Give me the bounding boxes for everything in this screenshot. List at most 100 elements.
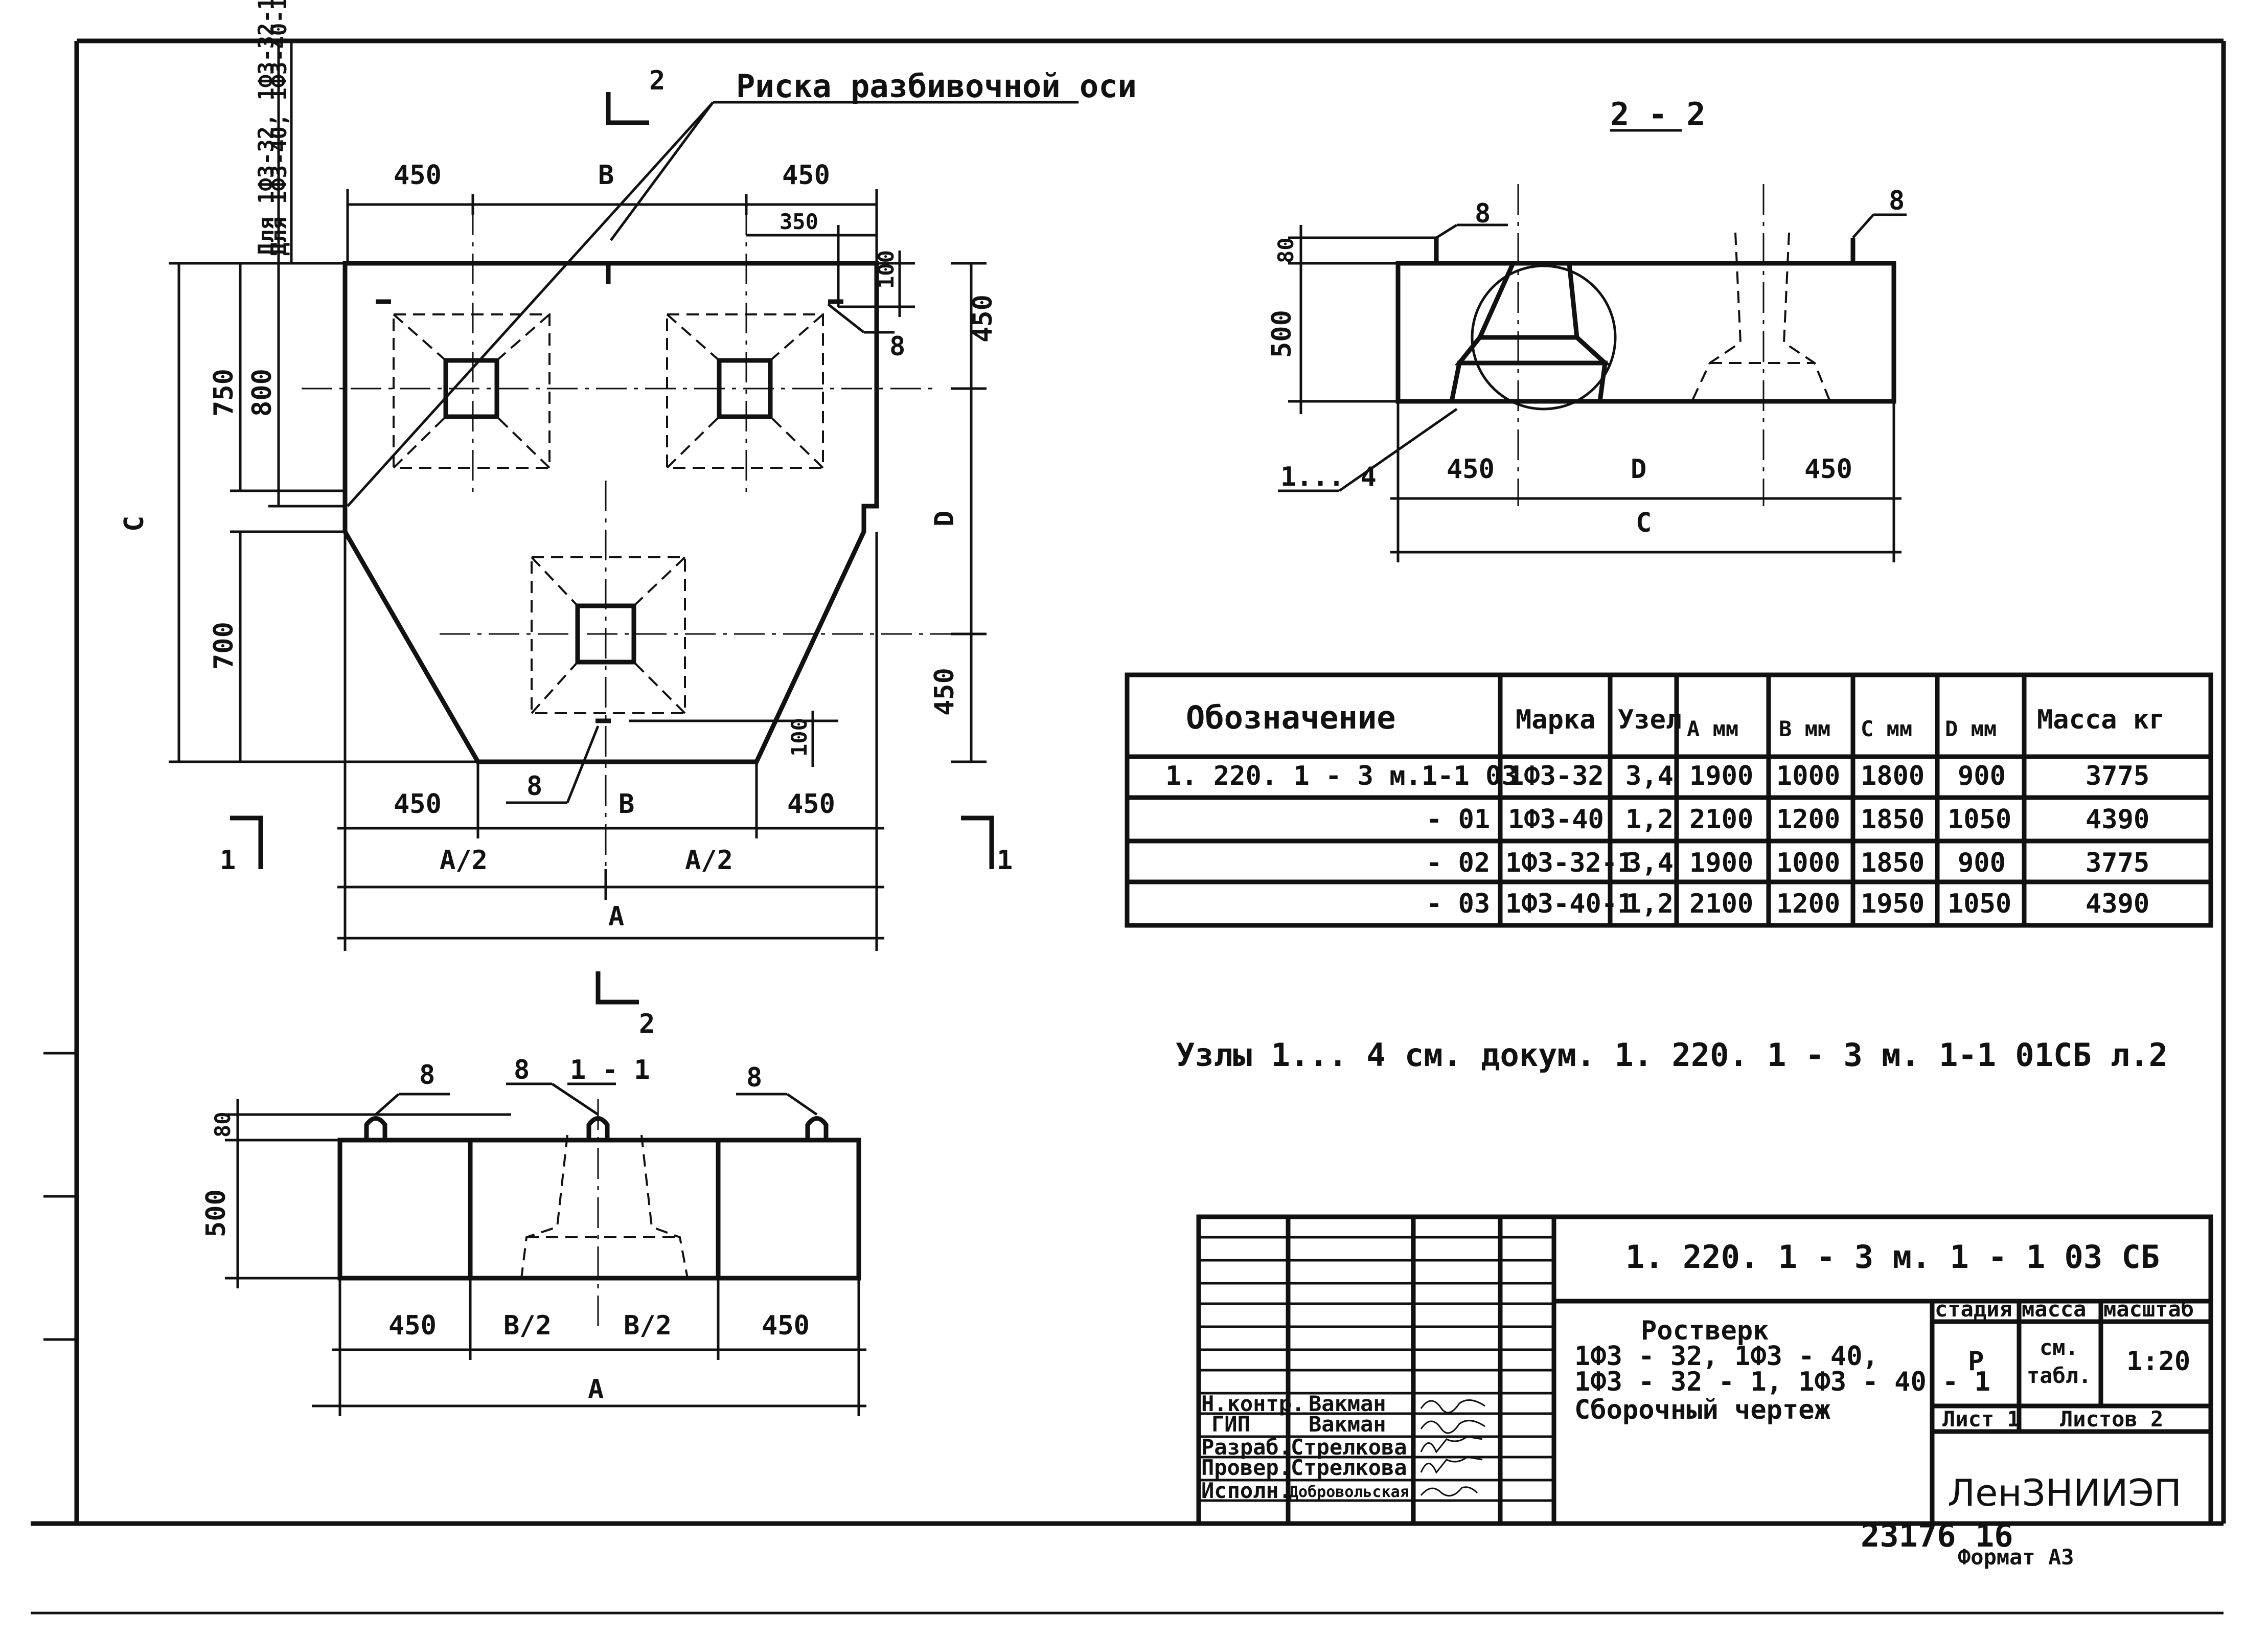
s22-dim-D: D (1631, 454, 1646, 485)
org-name: ЛенЗНИИЭП (1948, 1471, 2182, 1514)
dim-top-350: 350 (780, 209, 818, 234)
s22-nodes: 1... 4 (1280, 462, 1377, 492)
section-2-2 (1278, 129, 1907, 562)
doc-name-4: Сборочный чертеж (1574, 1395, 1830, 1425)
table-cell: 1Ф3-32-1 (1505, 848, 1633, 878)
th-C: С мм (1861, 716, 1912, 741)
axis-mark-note: Риска разбивочной оси (736, 67, 1137, 105)
th-node: Узел (1618, 705, 1682, 735)
val-stage: Р (1968, 1346, 1984, 1377)
table-cell: 1Ф3-32 (1508, 761, 1604, 791)
doc-name-1: Ростверк (1641, 1315, 1769, 1346)
table-cell: 1. 220. 1 - 3 м.1-1 03 (1165, 761, 1518, 791)
th-mass: Масса кг (2037, 705, 2165, 735)
s11-mark-2: 8 (514, 1055, 530, 1085)
dim-right-450-top: 450 (968, 294, 998, 343)
plan-view (169, 41, 1079, 1005)
s22-dim-C: С (1636, 508, 1652, 538)
dim-bot-left: 450 (394, 789, 442, 820)
hdr-stage: стадия (1935, 1297, 2012, 1322)
th-designation: Обозначение (1186, 699, 1396, 736)
table-cell: 1Ф3-40-1 (1505, 889, 1633, 919)
dim-right-D: D (929, 511, 960, 527)
table-cell: 3,4 (1625, 761, 1674, 791)
inventory-number: 23176 16 (1861, 1517, 2013, 1554)
dim-half-left: А/2 (440, 845, 488, 876)
s11-dim-b2-right: В/2 (624, 1310, 672, 1341)
person-name: Стрелкова (1291, 1435, 1407, 1460)
table-cell: - 01 (1426, 804, 1490, 835)
table-cell: 1,2 (1625, 804, 1674, 835)
dim-top-mid: В (598, 160, 614, 191)
sheet-number: Лист 1 (1942, 1406, 2020, 1432)
role-label: Провер. (1201, 1455, 1292, 1480)
table-cell: 1Ф3-40 (1508, 804, 1604, 835)
doc-name-3: 1Ф3 - 32 - 1, 1Ф3 - 40 - 1 (1574, 1367, 1990, 1397)
table-cell: 1050 (1948, 804, 2011, 835)
s22-dim-500: 500 (1267, 310, 1297, 358)
section-2-bot-label: 2 (639, 1009, 655, 1039)
table-cell: 1850 (1861, 848, 1925, 878)
person-name: Вакман (1309, 1412, 1386, 1437)
role-label: ГИП (1211, 1412, 1250, 1437)
table-cell: 3,4 (1625, 848, 1674, 878)
spec-table (1125, 672, 2213, 928)
table-cell: 3775 (2086, 848, 2149, 878)
s11-dim-500: 500 (201, 1189, 232, 1237)
dim-top-left: 450 (394, 160, 442, 191)
dim-total-A: А (608, 901, 624, 932)
dim-left-750: 750 (209, 369, 239, 417)
table-cell: 1200 (1776, 804, 1840, 835)
dim-top-right: 450 (782, 160, 830, 191)
sheets-total: Листов 2 (2060, 1406, 2163, 1432)
hdr-scale: масштаб (2103, 1297, 2194, 1322)
s11-dim-450-right: 450 (762, 1310, 810, 1341)
val-mass-1: см. (2040, 1335, 2078, 1360)
person-name: Стрелкова (1291, 1455, 1407, 1480)
section-1-1 (225, 1082, 866, 1416)
table-cell: 2100 (1689, 804, 1753, 835)
th-mark: Марка (1516, 705, 1596, 735)
table-cell: 2100 (1689, 889, 1753, 919)
table-cell: 900 (1958, 848, 2006, 878)
person-name: Добровольская (1289, 1483, 1409, 1501)
table-cell: - 03 (1426, 889, 1490, 919)
s22-mark-8-right: 8 (1889, 186, 1905, 216)
dim-left-C: С (119, 516, 150, 532)
s22-mark-8-left: 8 (1475, 198, 1491, 229)
table-cell: - 02 (1426, 848, 1490, 878)
section-2-top-label: 2 (649, 65, 665, 96)
person-name: Вакман (1309, 1391, 1386, 1416)
note-for-a: Для 1Ф3-32, 1Ф3-32-1 (254, 0, 279, 256)
title-block (1196, 1214, 2213, 1526)
th-A: А мм (1687, 716, 1738, 741)
table-cell: 1000 (1776, 761, 1840, 791)
val-mass-2: табл. (2027, 1363, 2091, 1388)
format-label: Формат А3 (1958, 1545, 2074, 1570)
s11-dim-A: А (588, 1374, 604, 1405)
s11-dim-b2-left: В/2 (503, 1310, 552, 1341)
note-for-b: Для 1Ф3-40, 1Ф3-40-1 (266, 0, 291, 256)
dim-left-700: 700 (209, 622, 239, 670)
hdr-mass: масса (2022, 1297, 2086, 1322)
s11-mark-1: 8 (419, 1060, 435, 1091)
s11-dim-450-left: 450 (388, 1310, 437, 1341)
dim-right-450-bot: 450 (929, 668, 960, 716)
table-cell: 1800 (1861, 761, 1925, 791)
table-cell: 1900 (1689, 848, 1753, 878)
table-cell: 1900 (1689, 761, 1753, 791)
dim-half-right: А/2 (685, 845, 733, 876)
table-cell: 1050 (1948, 889, 2011, 919)
table-cell: 3775 (2086, 761, 2149, 791)
table-cell: 1850 (1861, 804, 1925, 835)
table-cell: 1200 (1776, 889, 1840, 919)
table-cell: 4390 (2086, 804, 2149, 835)
dim-bot-right: 450 (787, 789, 835, 820)
s11-dim-80: 80 (210, 1111, 235, 1138)
dim-left-800: 800 (247, 369, 278, 417)
table-cell: 1000 (1776, 848, 1840, 878)
table-cell: 1,2 (1625, 889, 1674, 919)
mark-8-right: 8 (889, 331, 905, 362)
